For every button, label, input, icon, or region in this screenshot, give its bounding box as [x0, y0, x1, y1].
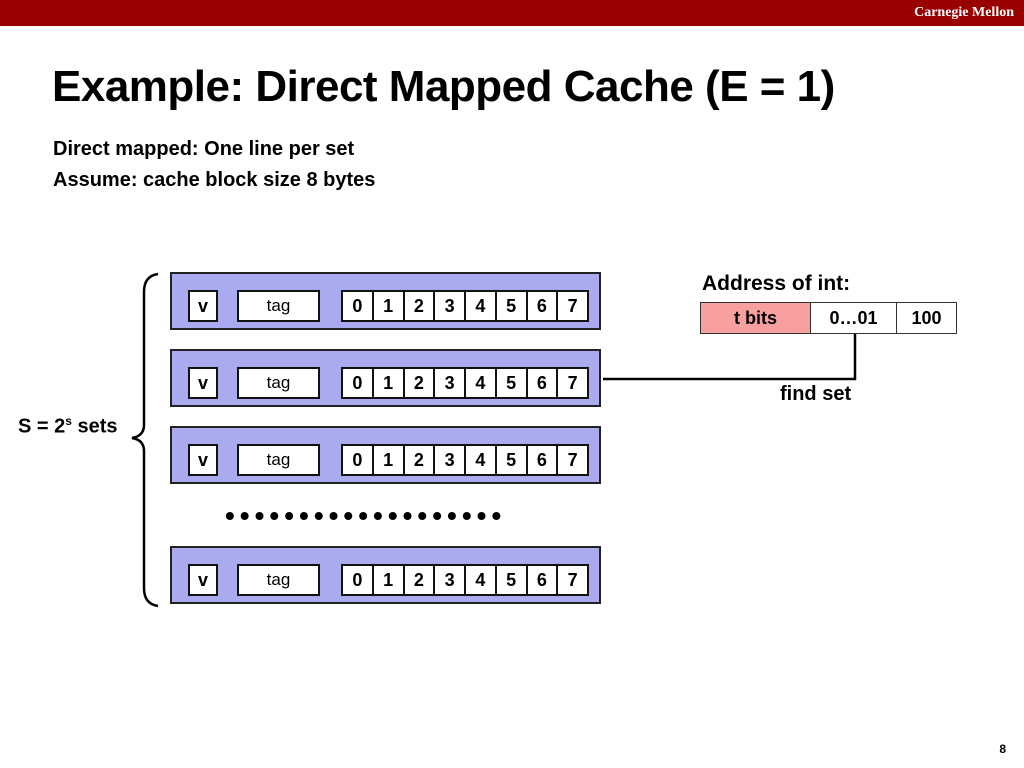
block-bytes: 0 1 2 3 4 5 6 7: [341, 564, 589, 596]
more-sets-ellipsis: •••••••••••••••••••: [225, 500, 507, 531]
valid-bit-cell: v: [188, 564, 218, 596]
byte-cell: 4: [466, 566, 497, 594]
find-set-line: [603, 333, 857, 381]
byte-cell: 4: [466, 369, 497, 397]
sets-label-prefix: S = 2: [18, 415, 66, 438]
sets-brace: [131, 272, 159, 608]
block-bytes: 0 1 2 3 4 5 6 7: [341, 367, 589, 399]
slide-title: Example: Direct Mapped Cache (E = 1): [52, 62, 835, 111]
header-bar: Carnegie Mellon: [0, 0, 1024, 26]
byte-cell: 2: [405, 446, 436, 474]
byte-cell: 2: [405, 369, 436, 397]
byte-cell: 6: [528, 369, 559, 397]
page-number: 8: [999, 742, 1006, 756]
byte-cell: 7: [567, 449, 578, 470]
address-fields: t bits 0…01 100: [700, 302, 957, 334]
byte-cell: 1: [374, 292, 405, 320]
byte-cell: 4: [466, 446, 497, 474]
tag-cell: tag: [237, 290, 320, 322]
valid-bit-cell: v: [188, 367, 218, 399]
byte-cell: 3: [435, 292, 466, 320]
byte-cell: 0: [343, 446, 374, 474]
tag-cell: tag: [237, 564, 320, 596]
byte-cell: 4: [466, 292, 497, 320]
find-set-label: find set: [780, 383, 852, 405]
byte-cell: 7: [567, 295, 578, 316]
byte-cell: 7: [567, 372, 578, 393]
valid-bit-cell: v: [188, 444, 218, 476]
cache-line: v tag 0 1 2 3 4 5 6 7: [170, 426, 601, 484]
byte-cell: 2: [405, 292, 436, 320]
byte-cell: 5: [497, 446, 528, 474]
sets-label-exponent: s: [65, 414, 72, 428]
block-bytes: 0 1 2 3 4 5 6 7: [341, 444, 589, 476]
tag-cell: tag: [237, 444, 320, 476]
byte-cell: 7: [567, 569, 578, 590]
block-bytes: 0 1 2 3 4 5 6 7: [341, 290, 589, 322]
byte-cell: 5: [497, 566, 528, 594]
tag-cell: tag: [237, 367, 320, 399]
byte-cell: 6: [528, 566, 559, 594]
brand-name: Carnegie Mellon: [914, 5, 1014, 20]
note-direct-mapped: Direct mapped: One line per set: [53, 138, 355, 160]
byte-cell: 6: [528, 292, 559, 320]
address-block-offset: 100: [911, 307, 942, 328]
cache-line: v tag 0 1 2 3 4 5 6 7: [170, 349, 601, 407]
byte-cell: 3: [435, 566, 466, 594]
byte-cell: 0: [343, 369, 374, 397]
byte-cell: 5: [497, 292, 528, 320]
byte-cell: 0: [343, 566, 374, 594]
address-set-index: 0…01: [811, 303, 897, 333]
sets-count-label: S = 2s sets: [18, 414, 118, 439]
cache-line: v tag 0 1 2 3 4 5 6 7: [170, 546, 601, 604]
byte-cell: 1: [374, 566, 405, 594]
byte-cell: 6: [528, 446, 559, 474]
byte-cell: 3: [435, 369, 466, 397]
byte-cell: 0: [343, 292, 374, 320]
byte-cell: 2: [405, 566, 436, 594]
sets-label-suffix: sets: [71, 415, 118, 438]
byte-cell: 3: [435, 446, 466, 474]
address-label: Address of int:: [702, 272, 851, 295]
note-block-size: Assume: cache block size 8 bytes: [53, 169, 376, 191]
address-tag-bits: t bits: [701, 303, 811, 333]
byte-cell: 5: [497, 369, 528, 397]
cache-line: v tag 0 1 2 3 4 5 6 7: [170, 272, 601, 330]
byte-cell: 1: [374, 446, 405, 474]
byte-cell: 1: [374, 369, 405, 397]
valid-bit-cell: v: [188, 290, 218, 322]
